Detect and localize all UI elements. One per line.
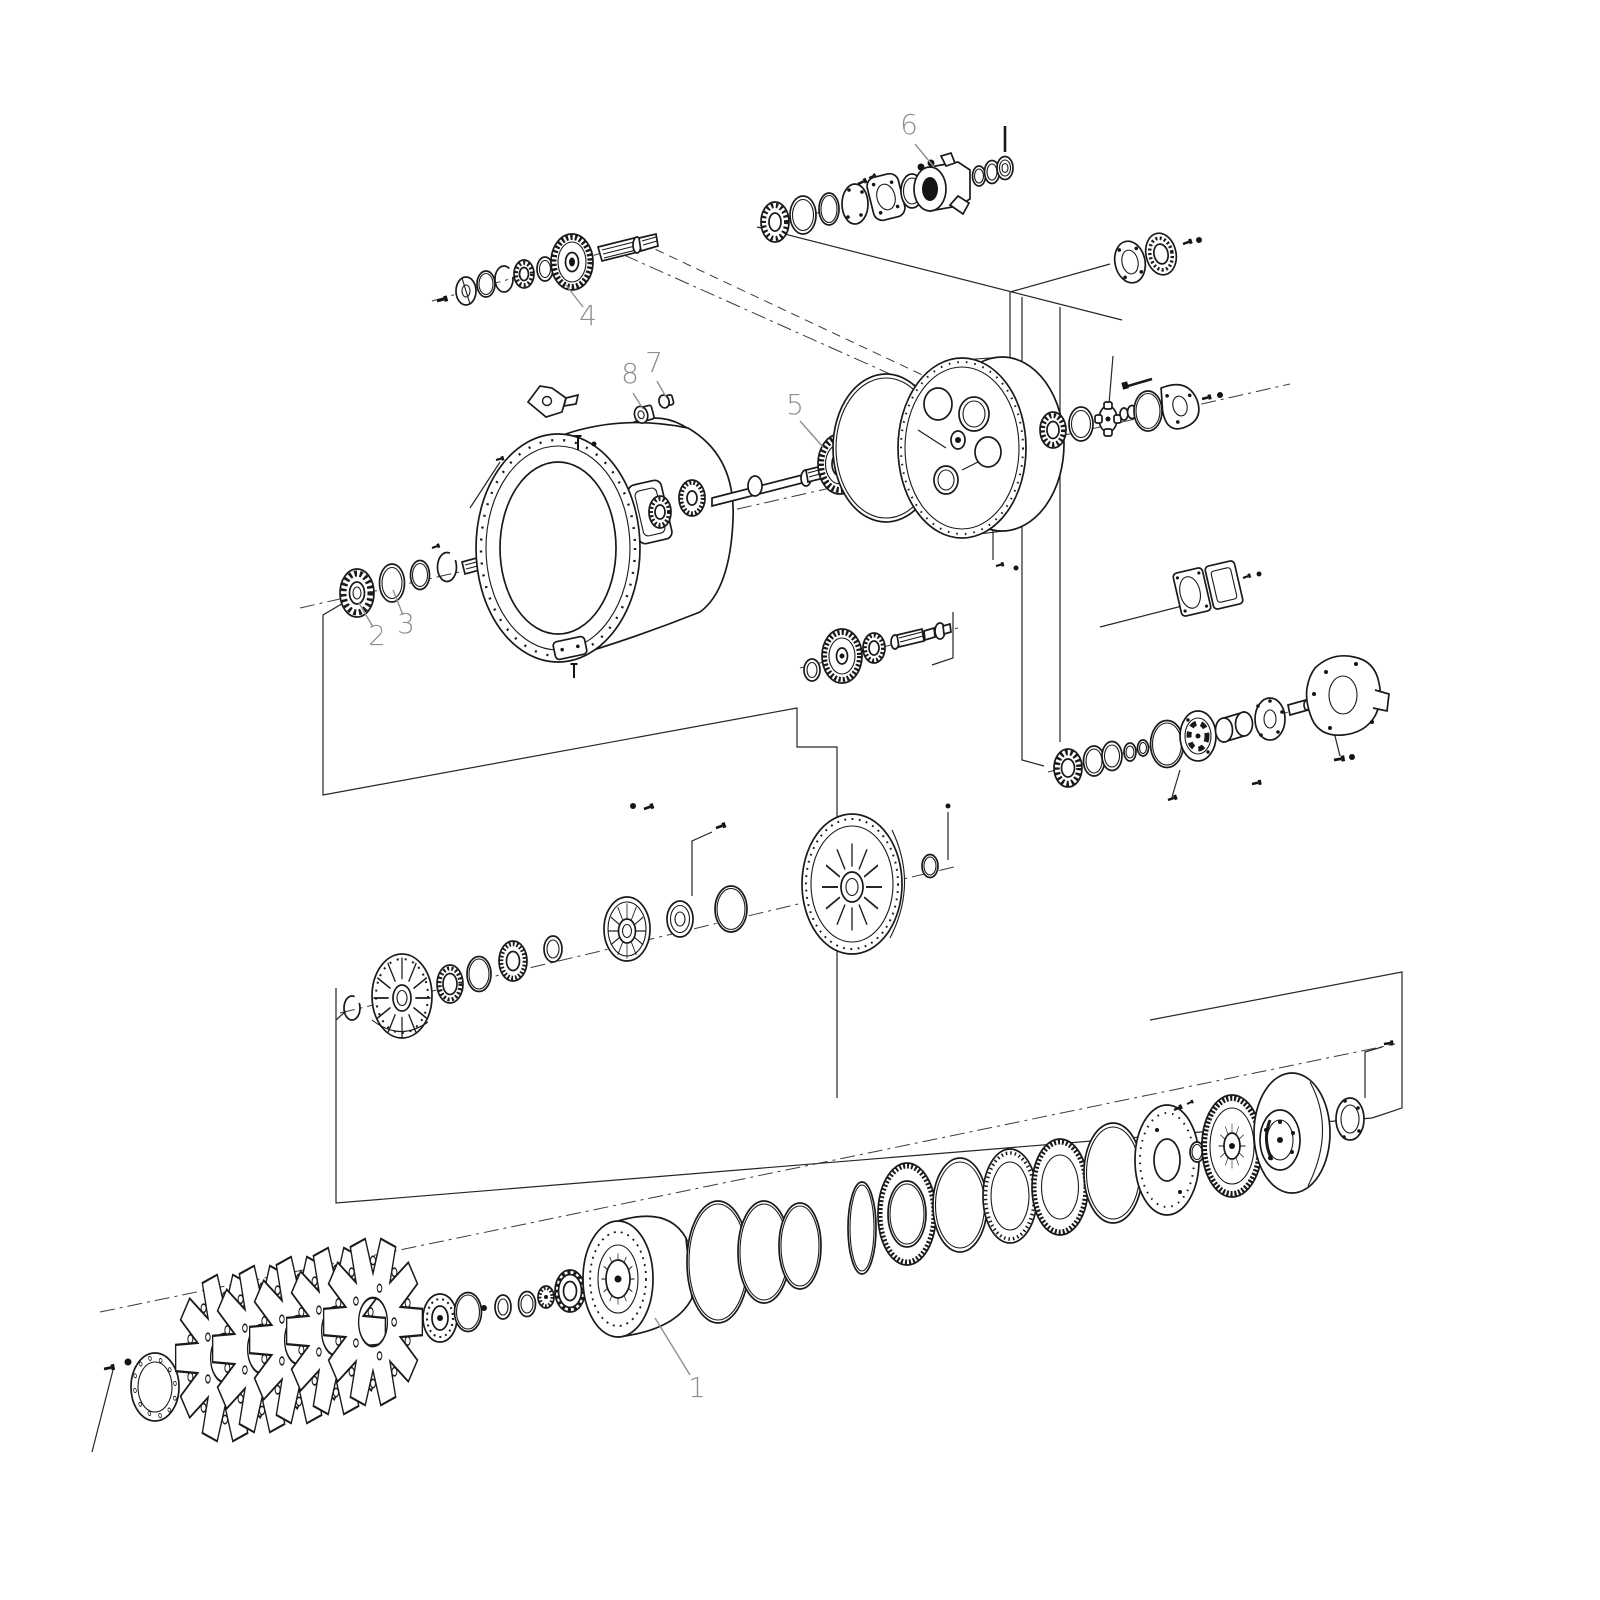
callout-5: 5 bbox=[786, 388, 804, 421]
ball-bearing bbox=[554, 1269, 586, 1313]
pump-rotor bbox=[1179, 710, 1217, 762]
friction-disc-2 bbox=[982, 1148, 1038, 1244]
callout-4: 4 bbox=[579, 299, 597, 332]
friction-disc-1 bbox=[877, 1162, 937, 1266]
ring-gear bbox=[1201, 1094, 1263, 1198]
retainer-plate-a bbox=[1113, 240, 1147, 284]
callouts: 1 2 3 4 5 6 7 8 bbox=[358, 108, 935, 1404]
gasket-plate-b bbox=[1204, 560, 1244, 610]
plug-8 bbox=[633, 404, 655, 425]
output-flange-small bbox=[1335, 1097, 1365, 1141]
flexplate-clutch-pack-assembly bbox=[103, 1040, 1394, 1441]
plug-7 bbox=[658, 393, 675, 409]
gasket-plate-a bbox=[1172, 567, 1212, 617]
damper-hub bbox=[422, 1293, 458, 1343]
planet-carrier-assembly bbox=[832, 232, 1262, 617]
pump-body bbox=[1305, 654, 1390, 737]
callout-3: 3 bbox=[397, 607, 415, 640]
output-yoke bbox=[913, 151, 971, 216]
spider bbox=[1094, 401, 1122, 437]
output-flange-assembly bbox=[760, 126, 1014, 243]
torque-converter-assembly bbox=[343, 802, 951, 1040]
clutch-drum-1 bbox=[582, 1215, 697, 1338]
callout-6: 6 bbox=[900, 108, 918, 141]
friction-disc-3 bbox=[1031, 1138, 1089, 1236]
converter-cover bbox=[801, 813, 906, 955]
input-gear-assembly bbox=[436, 232, 659, 306]
bell-housing-assembly bbox=[339, 385, 863, 679]
stator-wheel bbox=[603, 896, 651, 962]
turbine-wheel bbox=[371, 953, 433, 1040]
shift-lever bbox=[526, 385, 580, 418]
callout-2: 2 bbox=[368, 619, 386, 652]
bearing-2 bbox=[339, 568, 375, 618]
callout-1: 1 bbox=[688, 1371, 706, 1404]
idler-gear-assembly bbox=[803, 622, 952, 684]
retainer-plate-b bbox=[1144, 232, 1178, 276]
oil-pump-assembly bbox=[1053, 654, 1390, 803]
flexplate-5 bbox=[324, 1239, 423, 1406]
callout-8: 8 bbox=[621, 357, 639, 390]
pressure-plate bbox=[1134, 1104, 1200, 1216]
converter-housing-cover bbox=[1253, 1072, 1331, 1194]
callout-7: 7 bbox=[645, 346, 663, 379]
bolt-ring bbox=[130, 1352, 180, 1422]
gear-4 bbox=[550, 233, 594, 291]
pump-flange bbox=[1254, 697, 1286, 741]
